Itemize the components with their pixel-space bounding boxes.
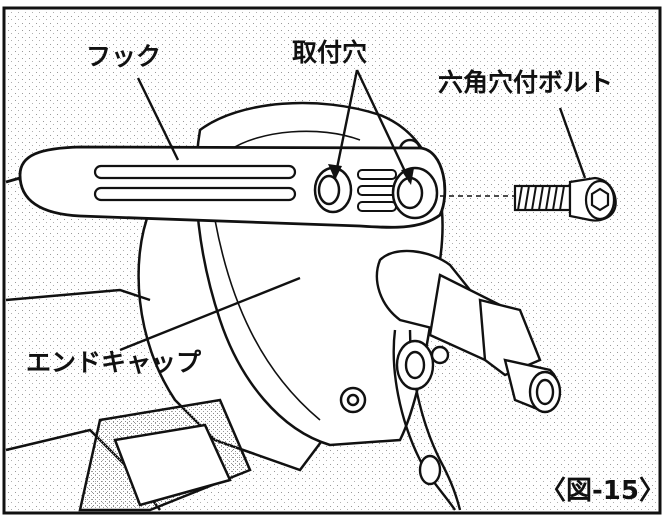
hook-bar	[5, 145, 447, 229]
leader-endcap	[119, 276, 301, 352]
hex-socket-bolt	[440, 176, 617, 222]
leader-lines	[119, 69, 587, 352]
label-end-cap: エンドキャップ	[26, 348, 202, 377]
leader-hole-left	[333, 69, 359, 179]
leader-hook	[136, 77, 180, 161]
label-hook: フック	[86, 42, 162, 71]
air-coupler	[375, 249, 562, 511]
mount-hole-right	[391, 166, 439, 220]
label-hex-socket-bolt: 六角穴付ボルト	[438, 68, 614, 97]
label-mount-holes: 取付穴	[292, 38, 368, 67]
figure-number: 〈図-15〉	[540, 476, 664, 506]
mount-hole-left	[313, 166, 353, 214]
leader-hole-right	[355, 69, 412, 183]
leader-bolt	[558, 107, 587, 179]
frame-border	[2, 6, 662, 515]
